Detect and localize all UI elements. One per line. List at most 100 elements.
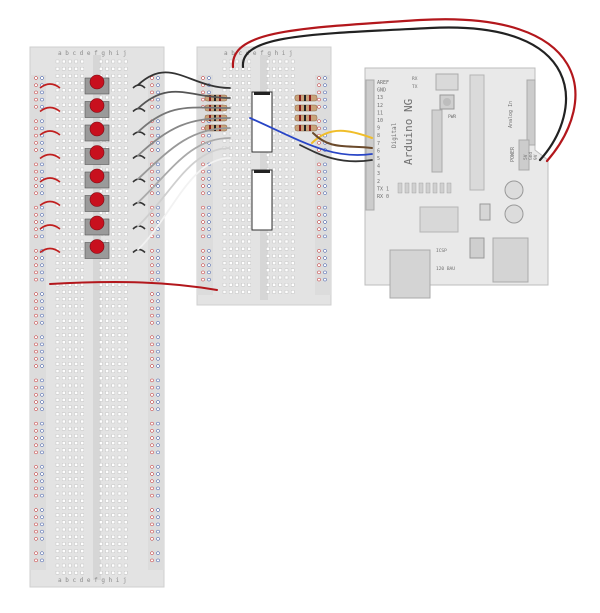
hole [68, 340, 72, 344]
hole [62, 347, 66, 352]
wires [49, 18, 577, 291]
hole [62, 95, 66, 100]
hole [68, 506, 72, 510]
hole [117, 225, 122, 229]
rail-hole [150, 191, 154, 195]
hole [68, 477, 72, 481]
rail-hole [323, 263, 327, 267]
rail-hole [201, 169, 205, 174]
hole [278, 225, 282, 229]
hole [68, 210, 72, 215]
hole [62, 513, 66, 517]
hole [62, 232, 66, 237]
hole [235, 124, 239, 129]
hole [228, 210, 233, 215]
hole [241, 174, 245, 179]
hole [241, 117, 245, 121]
hole [247, 146, 252, 150]
hole [105, 549, 109, 553]
rail-hole [323, 213, 327, 217]
hole [62, 81, 66, 85]
hole [235, 275, 239, 280]
hole [55, 59, 60, 64]
hole [68, 95, 72, 100]
hole [222, 261, 227, 265]
hole [222, 196, 227, 201]
rail-hole [156, 357, 160, 361]
hole [111, 102, 116, 107]
hole [117, 146, 122, 150]
rail-hole [40, 256, 44, 260]
hole [80, 355, 85, 359]
hole [105, 275, 109, 280]
hole [80, 160, 85, 165]
hole [105, 535, 109, 539]
rail-hole [150, 421, 154, 426]
hole [123, 146, 128, 150]
rail-hole [317, 119, 321, 123]
rail-hole [156, 133, 160, 138]
rail-hole [317, 205, 321, 210]
hole [291, 81, 295, 85]
hole [228, 102, 233, 107]
rail-hole [201, 270, 205, 275]
rail-hole [40, 148, 44, 152]
hole [123, 290, 128, 294]
hole [272, 203, 276, 208]
hole [241, 246, 245, 251]
hole [291, 167, 295, 172]
rail-hole [34, 213, 38, 217]
hole [68, 189, 72, 193]
rail-hole [150, 313, 154, 318]
wire-brown [312, 132, 373, 149]
hole [111, 196, 116, 201]
hole [117, 66, 122, 71]
hole [68, 527, 72, 532]
hole [247, 182, 252, 186]
hole [62, 131, 66, 136]
rail-hole [201, 162, 205, 167]
hole [55, 138, 60, 143]
hole [55, 398, 60, 402]
hole [266, 254, 270, 258]
hole [105, 283, 109, 287]
hole [68, 239, 72, 244]
hole [80, 218, 85, 222]
rail-hole [156, 169, 160, 174]
hole [74, 131, 78, 136]
hole [68, 355, 72, 359]
chip-1-notch [254, 92, 270, 95]
rail-hole [323, 220, 327, 224]
led [404, 182, 410, 194]
hole [68, 304, 72, 308]
rail-hole [323, 76, 327, 80]
hole [80, 311, 85, 316]
digital-pin-label: 8 [377, 133, 380, 139]
hole [80, 448, 85, 452]
hole [80, 81, 85, 85]
hole [55, 376, 60, 380]
led [418, 182, 424, 194]
hole [291, 138, 295, 143]
rail-hole [156, 486, 160, 491]
rail-hole [34, 270, 38, 275]
hole [222, 268, 227, 272]
hole [62, 174, 66, 179]
hole [80, 340, 85, 344]
rail-hole [323, 169, 327, 174]
hole [68, 549, 72, 553]
rail-hole [207, 191, 211, 195]
hole [123, 59, 128, 64]
hole [123, 138, 128, 143]
rail-hole [317, 256, 321, 260]
rail-hole [323, 249, 327, 253]
hole [272, 153, 276, 157]
hole [117, 290, 122, 294]
hole [74, 434, 78, 438]
hole [278, 254, 282, 258]
hole [62, 189, 66, 193]
hole [241, 283, 245, 287]
hole [266, 74, 270, 78]
button-wire [137, 90, 231, 110]
rail-hole [150, 515, 154, 519]
